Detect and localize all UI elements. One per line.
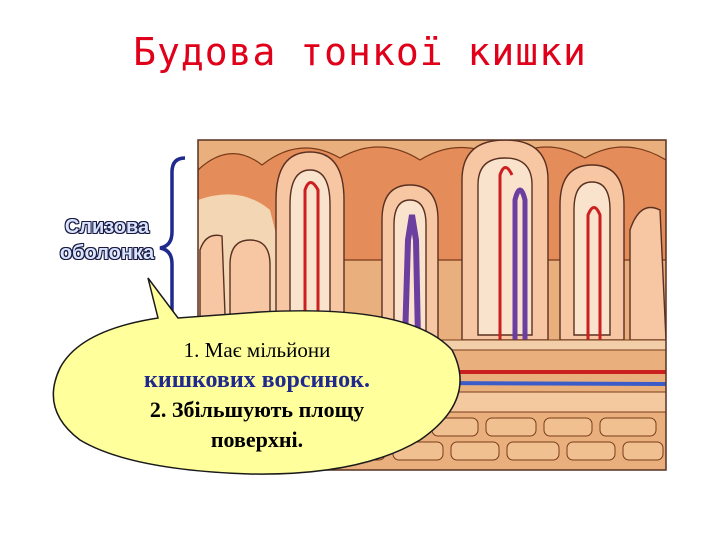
page-title: Будова тонкої кишки [133,30,587,74]
mucosa-label: Слизова оболонка [52,214,162,266]
callout-bubble [52,277,461,475]
callout-line1: 1. Має мільйони [183,338,331,362]
callout-text: 1. Має мільйони кишкових ворсинок. 2. Зб… [92,335,422,455]
callout-line2: кишкових ворсинок. [144,367,370,393]
mucosa-label-line2: оболонка [59,242,155,264]
callout-line3: 2. Збільшують площу [149,397,365,422]
callout-line4: поверхні. [210,427,304,452]
mucosa-label-line1: Слизова [64,216,150,238]
